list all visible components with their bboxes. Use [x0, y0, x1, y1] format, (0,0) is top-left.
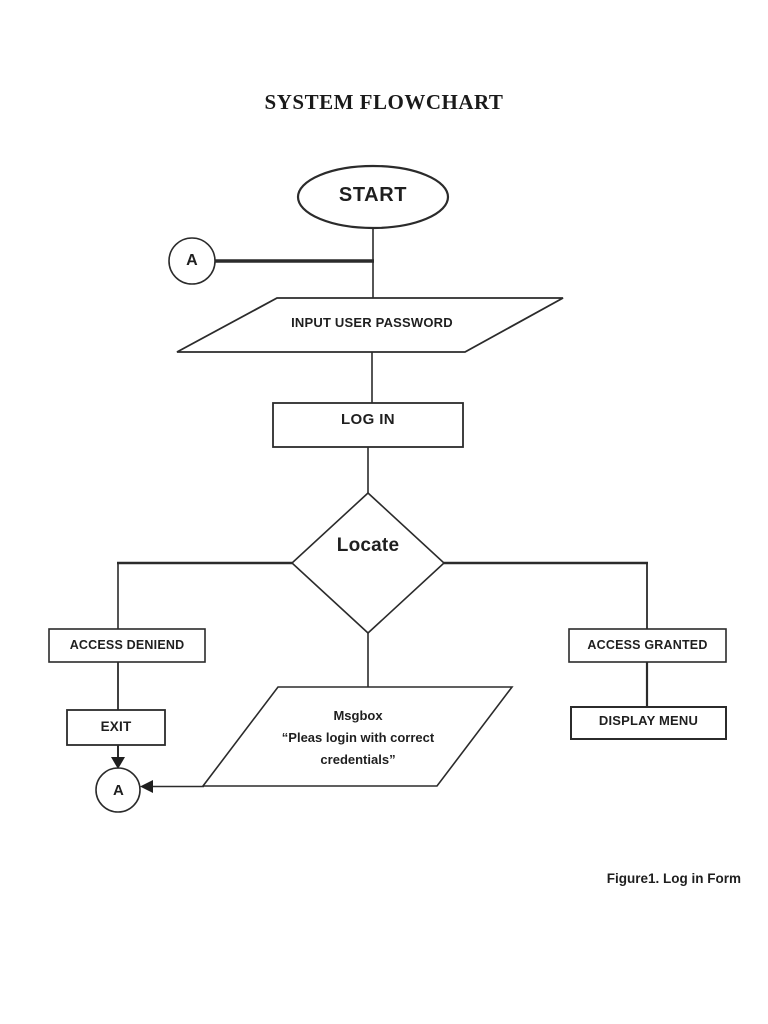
exit-to-a-arrowhead-icon: [111, 757, 125, 769]
exit-process-shape: [66, 709, 166, 746]
locate-decision-label: Locate: [336, 535, 400, 556]
display-menu-shape: [570, 706, 727, 740]
connector-a-top-label: A: [186, 252, 198, 269]
access-granted-label: ACCESS GRANTED: [587, 638, 708, 652]
page-title: SYSTEM FLOWCHART: [264, 90, 504, 114]
input-password-parallelogram: [176, 297, 564, 353]
msgbox-parallelogram: [201, 686, 514, 787]
msgbox-line2: “Pleas login with correct: [281, 730, 435, 745]
msgbox-line1: Msgbox: [333, 708, 383, 723]
login-label: LOG IN: [340, 411, 396, 428]
figure-caption: Figure1. Log in Form: [606, 871, 741, 886]
connector-a-bottom-label: A: [112, 782, 125, 799]
exit-label: EXIT: [100, 719, 132, 734]
access-denied-shape: [48, 628, 206, 663]
display-menu-label: DISPLAY MENU: [598, 713, 699, 728]
msgbox-line3: credentials”: [320, 752, 396, 767]
access-denied-label: ACCESS DENIEND: [69, 638, 185, 652]
msgbox-label: Msgbox “Pleas login with correct credent…: [248, 705, 468, 771]
locate-decision-diamond: [290, 491, 446, 635]
connector-a-bottom-shape: [95, 767, 141, 813]
start-label: START: [338, 184, 408, 206]
input-password-label: INPUT USER PASSWORD: [291, 315, 453, 330]
msgbox-to-a-arrowhead-icon: [140, 780, 153, 793]
